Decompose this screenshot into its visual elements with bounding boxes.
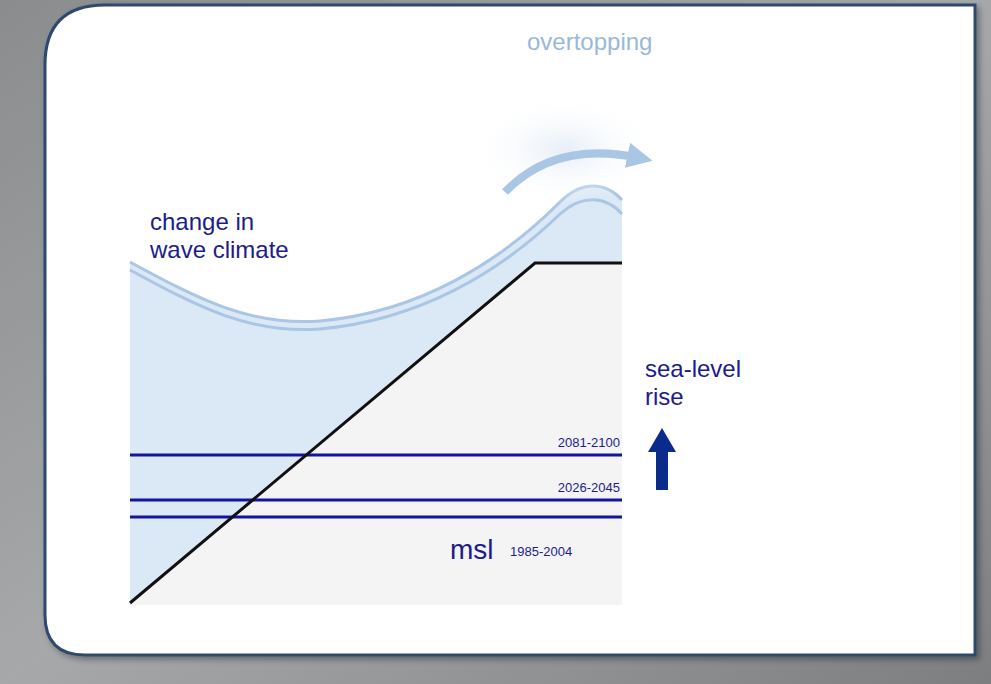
rise-arrow <box>648 428 676 490</box>
wave-line <box>130 186 622 322</box>
wave-climate-label: change in wave climate <box>150 208 310 263</box>
wave-line <box>130 200 622 330</box>
period-label: 2081-2100 <box>520 436 620 451</box>
overtopping-arrow <box>505 153 640 192</box>
dike-body <box>130 263 622 605</box>
overtopping-label: overtopping <box>527 28 687 56</box>
sea-level-line <box>130 499 622 502</box>
period-label: 2026-2045 <box>520 481 620 496</box>
period-label: 1985-2004 <box>510 545 610 560</box>
sea-level-line <box>130 516 622 519</box>
sea-level-line <box>130 454 622 457</box>
dike-profile <box>130 263 622 603</box>
msl-label: msl <box>450 534 510 566</box>
water <box>130 186 622 605</box>
spray <box>470 95 660 205</box>
sea-level-rise-label: sea-level rise <box>645 355 765 410</box>
panel <box>45 5 975 655</box>
